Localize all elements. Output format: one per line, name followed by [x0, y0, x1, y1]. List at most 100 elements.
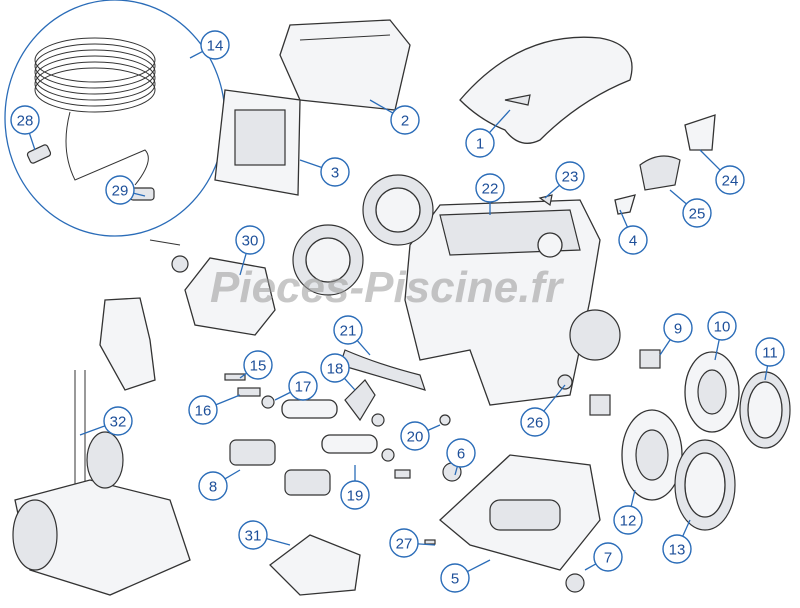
callout-27[interactable]: 27 — [389, 528, 436, 558]
leader-line — [630, 489, 636, 507]
leader-line — [369, 99, 394, 114]
callout-number: 1 — [476, 136, 484, 153]
callout-31[interactable]: 31 — [238, 520, 291, 550]
callout-circle — [440, 563, 470, 593]
callout-7[interactable]: 7 — [584, 542, 623, 572]
callout-24[interactable]: 24 — [699, 149, 745, 195]
callout-9[interactable]: 9 — [659, 313, 693, 356]
callout-number: 4 — [629, 233, 637, 250]
callout-circle — [10, 105, 40, 135]
leader-line — [659, 339, 671, 356]
latch — [614, 194, 636, 215]
callout-number: 14 — [207, 38, 224, 55]
callout-15[interactable]: 15 — [239, 350, 273, 380]
callout-23[interactable]: 23 — [544, 161, 585, 199]
callout-14[interactable]: 14 — [189, 30, 230, 60]
callout-circle — [618, 225, 648, 255]
brush — [229, 439, 276, 466]
leader-line — [239, 372, 248, 379]
callout-circle — [662, 534, 692, 564]
coiled-cable — [34, 37, 156, 186]
callout-circle — [707, 311, 737, 341]
callout-circle — [715, 165, 745, 195]
callout-circle — [333, 315, 363, 345]
callout-number: 27 — [396, 536, 413, 553]
callout-number: 2 — [401, 113, 409, 130]
callout-number: 11 — [762, 345, 778, 362]
callout-number: 28 — [17, 113, 34, 130]
callout-26[interactable]: 26 — [520, 384, 566, 437]
leader-line — [669, 189, 687, 205]
leader-line — [356, 340, 371, 356]
callout-1[interactable]: 1 — [465, 109, 511, 158]
callout-number: 23 — [562, 169, 579, 186]
callout-circle — [200, 30, 230, 60]
callout-12[interactable]: 12 — [613, 489, 643, 535]
callout-number: 6 — [457, 446, 465, 463]
callout-3[interactable]: 3 — [299, 157, 350, 187]
callout-number: 31 — [245, 528, 262, 545]
brush — [284, 469, 331, 496]
callout-22[interactable]: 22 — [475, 173, 505, 215]
callout-number: 15 — [250, 358, 267, 375]
leader-line — [543, 384, 566, 412]
callout-circle — [103, 406, 133, 436]
leader-line — [224, 469, 241, 480]
callout-circle — [475, 173, 505, 203]
callout-circle — [105, 175, 135, 205]
callout-11[interactable]: 11 — [755, 337, 785, 381]
callout-circle — [340, 480, 370, 510]
gear — [565, 573, 585, 593]
callout-number: 22 — [482, 181, 499, 198]
callout-number: 7 — [604, 550, 612, 567]
callout-2[interactable]: 2 — [369, 99, 420, 135]
callout-21[interactable]: 21 — [333, 315, 371, 356]
callout-number: 9 — [674, 321, 682, 338]
callout-25[interactable]: 25 — [669, 189, 712, 228]
tray — [269, 534, 361, 596]
handle-part — [684, 114, 716, 151]
callout-circle — [235, 225, 265, 255]
leader-line — [682, 519, 691, 537]
callout-circle — [465, 128, 495, 158]
leader-line — [266, 538, 291, 546]
callout-number: 12 — [620, 513, 637, 530]
callout-5[interactable]: 5 — [440, 559, 491, 593]
callout-13[interactable]: 13 — [662, 519, 692, 564]
bushing — [639, 349, 661, 369]
callout-32[interactable]: 32 — [79, 406, 133, 436]
callout-16[interactable]: 16 — [188, 394, 241, 425]
leader-line — [79, 425, 106, 436]
leader-line — [215, 394, 241, 406]
caddy-handle — [99, 297, 156, 391]
leader-line — [714, 339, 720, 361]
callout-18[interactable]: 18 — [320, 353, 356, 391]
callout-circle — [389, 528, 419, 558]
callout-circle — [520, 407, 550, 437]
callout-29[interactable]: 29 — [105, 175, 146, 205]
callout-4[interactable]: 4 — [618, 209, 648, 255]
callout-30[interactable]: 30 — [235, 225, 265, 276]
callout-number: 25 — [689, 206, 706, 223]
callout-number: 26 — [527, 415, 544, 432]
callout-number: 20 — [407, 429, 424, 446]
callout-19[interactable]: 19 — [340, 465, 370, 510]
bumper — [339, 349, 426, 391]
callout-28[interactable]: 28 — [10, 105, 40, 151]
top-cover — [459, 36, 633, 144]
callout-20[interactable]: 20 — [400, 421, 441, 451]
watermark: Pieces-Piscine.fr — [210, 263, 565, 312]
callout-circle — [238, 520, 268, 550]
leader-line — [299, 159, 322, 169]
callout-6[interactable]: 6 — [446, 438, 476, 476]
callout-number: 3 — [331, 165, 339, 182]
callout-8[interactable]: 8 — [198, 469, 241, 501]
leader-line — [417, 543, 436, 546]
callout-10[interactable]: 10 — [707, 311, 737, 361]
callout-number: 10 — [714, 319, 731, 336]
callout-17[interactable]: 17 — [274, 371, 318, 401]
callout-circle — [188, 395, 218, 425]
callout-number: 13 — [669, 542, 686, 559]
